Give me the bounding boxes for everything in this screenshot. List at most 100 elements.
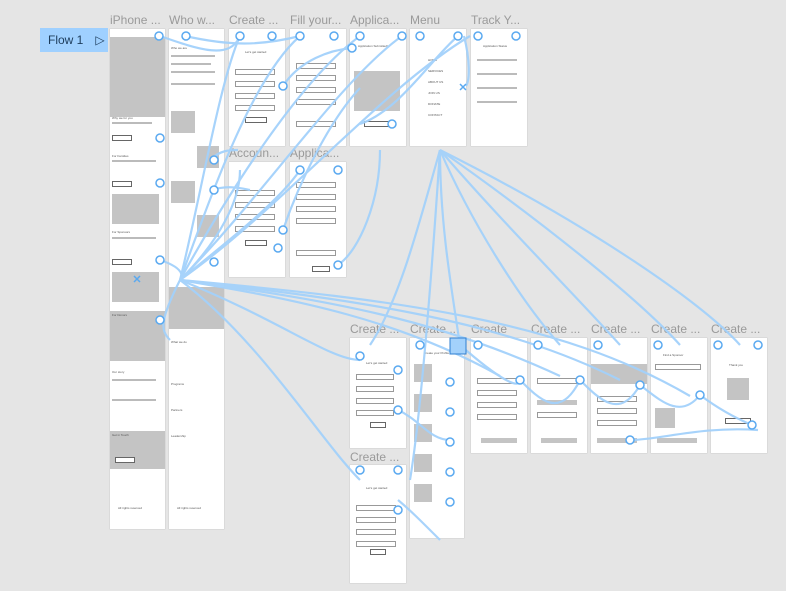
input-field[interactable]	[296, 182, 336, 188]
frame-title-create-r2[interactable]: Create ...	[410, 322, 460, 336]
flow-starting-point[interactable]: Flow 1 ▷	[40, 28, 108, 52]
input-field[interactable]	[235, 214, 275, 220]
input-field[interactable]	[296, 206, 336, 212]
button-done[interactable]	[725, 418, 751, 424]
button-sign-up[interactable]	[112, 135, 132, 141]
input-field[interactable]	[296, 99, 336, 105]
menu-item-join[interactable]: JOIN US	[428, 91, 440, 95]
input-field[interactable]	[597, 420, 637, 426]
input-field[interactable]	[296, 121, 336, 127]
input-field[interactable]	[235, 226, 275, 232]
button-contact[interactable]	[115, 457, 135, 463]
connection-line	[439, 149, 621, 346]
input-field[interactable]	[356, 505, 396, 511]
button-next[interactable]	[370, 422, 386, 428]
button-next[interactable]	[245, 117, 267, 123]
input-field[interactable]	[296, 75, 336, 81]
frame-title-create-r5[interactable]: Create ...	[591, 322, 641, 336]
input-field[interactable]	[356, 529, 396, 535]
frame-title-create1[interactable]: Create ...	[229, 13, 279, 27]
frame-title-fill[interactable]: Fill your...	[290, 13, 342, 27]
input-field[interactable]	[356, 541, 396, 547]
frame-title-applica2[interactable]: Applica...	[290, 146, 340, 160]
frame-create-r2[interactable]: Create your Profile	[410, 338, 464, 538]
input-field[interactable]	[477, 414, 517, 420]
frame-create-lower[interactable]: Let's get started	[350, 465, 406, 583]
input-password[interactable]	[235, 105, 275, 111]
input-name[interactable]	[235, 69, 275, 75]
frame-title-menu[interactable]: Menu	[410, 13, 441, 27]
frame-create-r1[interactable]: Let's get started	[350, 338, 406, 448]
frame-create-r3[interactable]	[471, 338, 527, 453]
frame-account[interactable]	[229, 162, 285, 277]
input-field[interactable]	[235, 202, 275, 208]
frame-application-form[interactable]	[290, 162, 346, 277]
frame-title-track[interactable]: Track Y...	[471, 13, 521, 27]
menu-item-about[interactable]: ABOUT US	[428, 80, 444, 84]
frame-create-r4[interactable]	[531, 338, 587, 453]
frame-title-create-r1[interactable]: Create ...	[350, 322, 400, 336]
frame-title-create-r6[interactable]: Create ...	[651, 322, 701, 336]
input-field[interactable]	[537, 378, 577, 384]
text-line	[171, 83, 215, 85]
label-our-story: Our story	[112, 370, 125, 374]
input-field[interactable]	[356, 398, 394, 404]
button-continue[interactable]	[597, 438, 637, 443]
frame-title-iphone[interactable]: iPhone ...	[110, 13, 161, 27]
input-field[interactable]	[356, 374, 394, 380]
menu-item-donate[interactable]: DONATE	[428, 102, 441, 106]
frame-title-create-r4[interactable]: Create ...	[531, 322, 581, 336]
search-input[interactable]	[655, 364, 701, 370]
frame-iphone-home[interactable]: Why we for you For Families For Sponsors…	[110, 29, 165, 529]
button-track-application[interactable]	[364, 121, 392, 127]
confirmation-image	[354, 71, 400, 111]
button-continue[interactable]	[481, 438, 517, 443]
input-phone[interactable]	[235, 93, 275, 99]
selected-option[interactable]	[537, 400, 577, 405]
frame-create-r5[interactable]	[591, 338, 647, 453]
play-icon[interactable]: ▷	[95, 33, 105, 47]
connection-line	[439, 149, 681, 346]
frame-menu[interactable]: HOME SERVICES ABOUT US JOIN US DONATE CO…	[410, 29, 466, 146]
button-continue[interactable]	[541, 438, 577, 443]
input-field[interactable]	[537, 412, 577, 418]
frame-title-create-r7[interactable]: Create ...	[711, 322, 761, 336]
frame-title-who[interactable]: Who w...	[169, 13, 216, 27]
button-login[interactable]	[245, 240, 267, 246]
input-field[interactable]	[296, 87, 336, 93]
frame-title-accoun[interactable]: Accoun...	[229, 146, 280, 160]
input-field[interactable]	[296, 194, 336, 200]
menu-item-home[interactable]: HOME	[428, 58, 437, 62]
input-field[interactable]	[597, 396, 637, 402]
input-field[interactable]	[296, 63, 336, 69]
frame-application-submitted[interactable]: Application Submitted!	[350, 29, 406, 146]
input-field[interactable]	[477, 390, 517, 396]
input-field[interactable]	[296, 250, 336, 256]
frame-track-application[interactable]: Application Status	[471, 29, 527, 146]
frame-create-r7[interactable]: Thank you	[711, 338, 767, 453]
menu-item-contact[interactable]: CONTACT	[428, 113, 443, 117]
button-next[interactable]	[370, 549, 386, 555]
input-email[interactable]	[235, 81, 275, 87]
input-field[interactable]	[356, 386, 394, 392]
input-field[interactable]	[477, 378, 517, 384]
frame-create-account[interactable]: Let's get started	[229, 29, 285, 146]
menu-item-services[interactable]: SERVICES	[428, 69, 444, 73]
frame-fill-profile[interactable]	[290, 29, 346, 146]
frame-title-create-lower[interactable]: Create ...	[350, 450, 400, 464]
button-select[interactable]	[657, 438, 697, 443]
input-field[interactable]	[235, 190, 275, 196]
input-field[interactable]	[597, 408, 637, 414]
input-field[interactable]	[356, 410, 394, 416]
frame-title-create-r3[interactable]: Create	[471, 322, 508, 336]
frame-title-applica1[interactable]: Applica...	[350, 13, 400, 27]
input-field[interactable]	[356, 517, 396, 523]
input-field[interactable]	[296, 218, 336, 224]
button-learn-more[interactable]	[112, 181, 132, 187]
frame-who-we-are[interactable]: Who we are What we do Programs Partners …	[169, 29, 224, 529]
input-field[interactable]	[477, 402, 517, 408]
button-submit[interactable]	[312, 266, 330, 272]
button-donate[interactable]	[112, 259, 132, 265]
frame-create-r6[interactable]: Find a Sponsor	[651, 338, 707, 453]
